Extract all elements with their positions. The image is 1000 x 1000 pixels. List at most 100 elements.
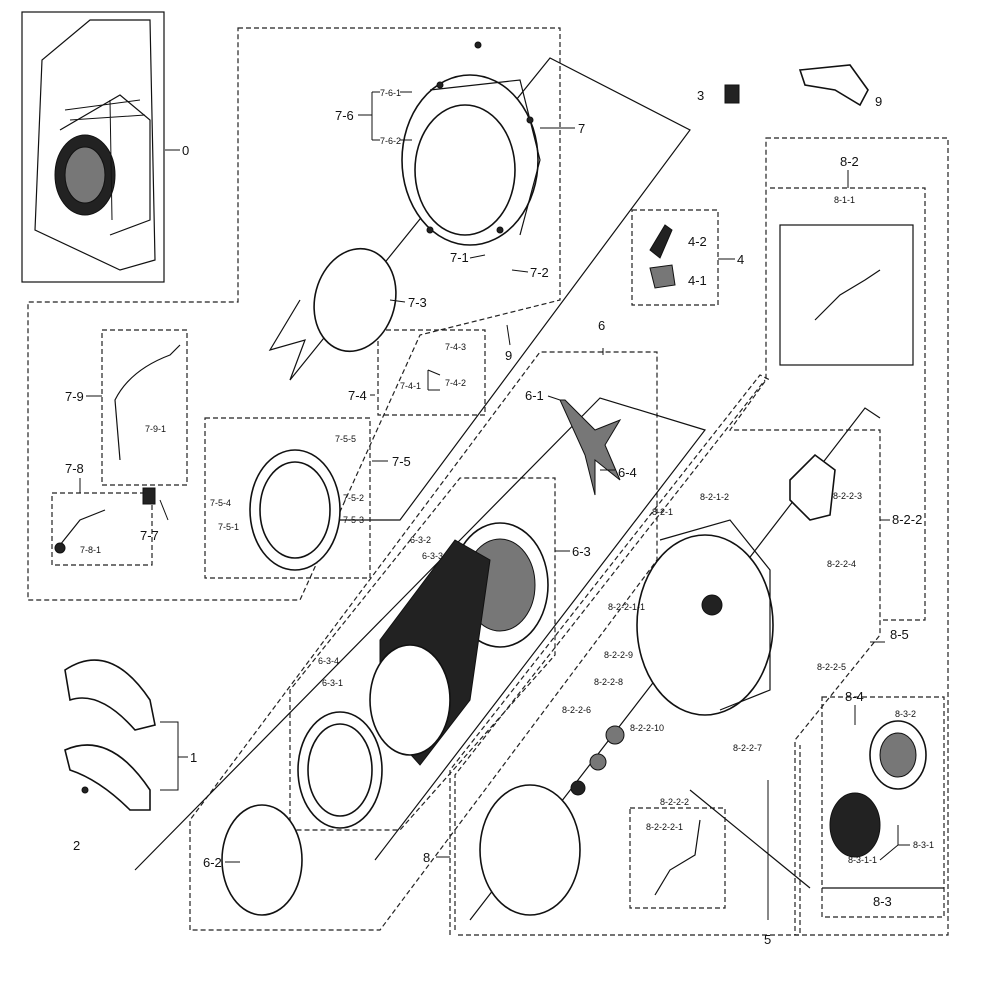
callout-7-9-1: 7-9-1 (145, 424, 166, 434)
callout-8-2-2-10: 8-2-2-10 (630, 723, 664, 733)
callout-7-5-3: 7-5-3 (343, 515, 364, 525)
drum-6-3-3 (369, 539, 491, 766)
balancer-6-2 (221, 804, 303, 916)
callout-8-2-2: 8-2-2 (892, 512, 922, 527)
bearing-8-2-2-8 (589, 753, 607, 771)
callout-1: 1 (190, 750, 197, 765)
callout-8-2-2-1-1: 8-2-2-1-1 (608, 602, 645, 612)
callout-6-3-2: 6-3-2 (410, 535, 431, 545)
box-8-3 (821, 696, 945, 918)
callout-7-5-4: 7-5-4 (210, 498, 231, 508)
callout-7-5-2: 7-5-2 (343, 493, 364, 503)
section-7-outline (27, 27, 561, 601)
callout-8: 8 (423, 850, 430, 865)
box-7-5 (204, 417, 371, 579)
callout-7-8-1: 7-8-1 (80, 545, 101, 555)
callout-7-4-2: 7-4-2 (445, 378, 466, 388)
section-8-band (469, 407, 881, 921)
callout-8-3-1-1: 8-3-1-1 (848, 855, 877, 865)
hose-8-1-1 (814, 269, 881, 321)
callout-labels: 0 7 7-6 7-6-1 7-6-2 7-1 7-2 7-3 9 7-4 7-… (65, 88, 934, 947)
callout-6: 6 (598, 318, 605, 333)
callout-4-2: 4-2 (688, 234, 707, 249)
callout-7: 7 (578, 121, 585, 136)
callout-4: 4 (737, 252, 744, 267)
callout-8-3: 8-3 (873, 894, 892, 909)
motor-8-3 (829, 720, 927, 858)
callout-7-4-1: 7-4-1 (400, 381, 421, 391)
callout-8-2-2-5: 8-2-2-5 (817, 662, 846, 672)
callout-8-2-2-4: 8-2-2-4 (827, 559, 856, 569)
section-6-outline (189, 351, 658, 931)
callout-6-3: 6-3 (572, 544, 591, 559)
hose-7-9 (114, 344, 181, 461)
callout-7-5: 7-5 (392, 454, 411, 469)
part-4-2 (649, 224, 673, 259)
fitting-7-8 (59, 509, 106, 546)
callout-6-2: 6-2 (203, 855, 222, 870)
callout-6-4: 6-4 (618, 465, 637, 480)
box-7-9 (101, 329, 188, 486)
overview-box (21, 11, 165, 283)
callout-8-3-1: 8-3-1 (913, 840, 934, 850)
callout-7-6-1: 7-6-1 (380, 88, 401, 98)
box-6-3 (289, 477, 556, 831)
callout-5: 5 (764, 932, 771, 947)
callout-8-1-1: 8-1-1 (834, 195, 855, 205)
box-8-1-1 (779, 224, 914, 366)
section-8-outline (449, 374, 771, 935)
section-8-2-outline (728, 137, 949, 936)
callout-8-2-2-3: 8-2-2-3 (833, 491, 862, 501)
callout-8-2-2-2: 8-2-2-2 (660, 797, 689, 807)
callout-3: 3 (697, 88, 704, 103)
callout-8-5: 8-5 (890, 627, 909, 642)
callout-4-1: 4-1 (688, 273, 707, 288)
callout-7-8: 7-8 (65, 461, 84, 476)
bracket-1 (64, 659, 156, 811)
diaphragm-7-5 (249, 449, 341, 571)
callout-7-1: 7-1 (450, 250, 469, 265)
callout-7-2: 7-2 (530, 265, 549, 280)
hose-8-2-2-2 (654, 819, 701, 896)
seal-8-2-2-9 (605, 725, 625, 745)
callout-6-3-4: 6-3-4 (318, 656, 339, 666)
callout-0: 0 (182, 143, 189, 158)
part-3 (724, 84, 740, 104)
tub-rear-8-2-1 (636, 519, 774, 716)
drum-front-6-3-1 (297, 711, 383, 829)
tub-front-7-6 (401, 41, 541, 246)
callout-8-2-2-8: 8-2-2-8 (594, 677, 623, 687)
screw-2 (81, 786, 89, 794)
callout-8-2: 8-2 (840, 154, 859, 169)
callout-2: 2 (73, 838, 80, 853)
bracket-8-2-2-3 (789, 453, 836, 521)
callout-7-6: 7-6 (335, 108, 354, 123)
box-7-8 (51, 492, 153, 566)
callout-8-2-2-6: 8-2-2-6 (562, 705, 591, 715)
section-6-band (134, 397, 707, 871)
callout-6-3-1: 6-3-1 (322, 678, 343, 688)
callout-8-2-2-2-1: 8-2-2-2-1 (646, 822, 683, 832)
part-7-7 (142, 487, 156, 505)
callout-7-4: 7-4 (348, 388, 367, 403)
callout-7-5-5: 7-5-5 (335, 434, 356, 444)
spider-6-4 (559, 399, 622, 496)
callout-7-3: 7-3 (408, 295, 427, 310)
callout-7-6-2: 7-6-2 (380, 136, 401, 146)
callout-8-3-2: 8-3-2 (895, 709, 916, 719)
callout-8-2-1-2: 8-2-1-2 (700, 492, 729, 502)
overview-assembly-drawing (34, 19, 156, 271)
callout-6-1: 6-1 (525, 388, 544, 403)
callout-7-7: 7-7 (140, 528, 159, 543)
callout-8-4: 8-4 (845, 689, 864, 704)
bearing-8-2-2-6 (570, 780, 586, 796)
callout-9-right: 9 (875, 94, 882, 109)
callout-6-3-3: 6-3-3 (422, 551, 443, 561)
box-7-4 (377, 329, 486, 416)
callout-9-left: 9 (505, 348, 512, 363)
box-8-2-1-outline (770, 187, 926, 621)
box-4 (631, 209, 719, 306)
callout-7-9: 7-9 (65, 389, 84, 404)
callout-8-2-2-9: 8-2-2-9 (604, 650, 633, 660)
